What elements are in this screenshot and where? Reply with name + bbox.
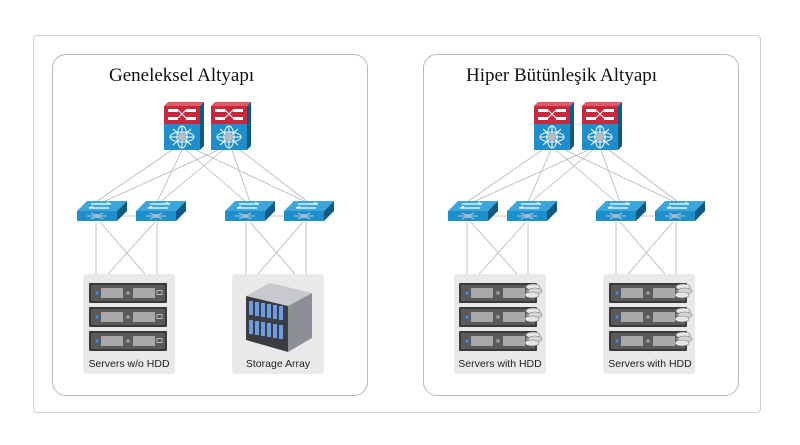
panel-title: Geneleksel Altyapı (109, 65, 255, 86)
server-icon (458, 306, 538, 328)
diagram-frame (33, 35, 761, 413)
server-group: Servers w/o HDD (83, 274, 175, 374)
group-label: Servers with HDD (458, 358, 542, 370)
server-icon (88, 282, 168, 304)
access-switch (654, 200, 706, 222)
panel-title: Hiper Bütünleşik Altyapı (466, 65, 658, 86)
server-icon (608, 330, 688, 352)
group-label: Servers w/o HDD (88, 358, 170, 370)
access-switch (447, 200, 499, 222)
links-right (466, 149, 679, 275)
server-icon (88, 330, 168, 352)
core-switch (581, 101, 623, 151)
server-icon (88, 306, 168, 328)
server-icon (608, 306, 688, 328)
access-switch (224, 200, 276, 222)
core-switch (533, 101, 575, 151)
access-switch (283, 200, 335, 222)
access-switch (506, 200, 558, 222)
server-icon (458, 330, 538, 352)
server-group: Servers with HDD (454, 274, 546, 374)
storage-array-icon (246, 283, 312, 352)
links-left (95, 149, 309, 275)
server-icon (608, 282, 688, 304)
access-switch (135, 200, 187, 222)
group-label: Storage Array (246, 358, 311, 370)
server-group: Servers with HDD (603, 274, 695, 374)
access-switch (76, 200, 128, 222)
access-switch (595, 200, 647, 222)
core-switch (163, 101, 205, 151)
core-switch (210, 101, 252, 151)
group-label: Servers with HDD (608, 358, 692, 370)
storage-group: Storage Array (232, 274, 324, 374)
server-icon (458, 282, 538, 304)
